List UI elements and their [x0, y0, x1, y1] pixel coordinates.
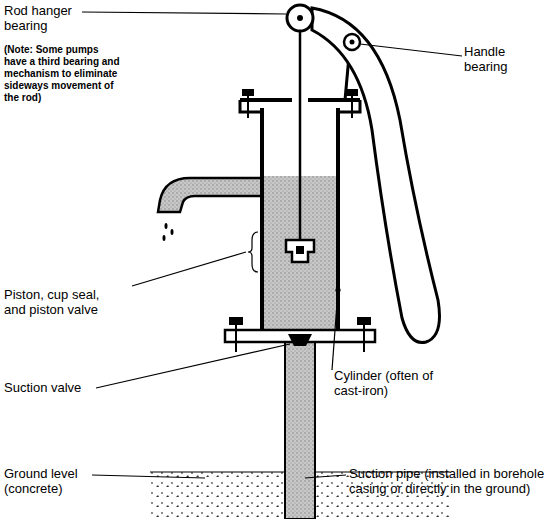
leader-line [360, 44, 462, 56]
part-label: Piston, cup seal, and piston valve [4, 287, 122, 317]
bottom-bolts [230, 318, 370, 352]
drop [163, 235, 166, 241]
bolt-head [230, 318, 242, 324]
leader-line [96, 344, 290, 388]
leader-line [82, 12, 286, 14]
part-label: Suction pipe (installed in borehole casi… [349, 466, 549, 496]
water-drops [163, 223, 174, 241]
bolt-head [358, 318, 370, 324]
bolt-head [347, 90, 357, 95]
drop [171, 229, 174, 235]
pump-rod [299, 30, 302, 242]
piston-core [296, 246, 304, 254]
bolt-head [243, 90, 253, 95]
handle [312, 8, 440, 343]
bearing-pin [297, 15, 303, 21]
leader-line [132, 252, 246, 286]
drop [165, 223, 168, 229]
part-label: Suction valve [4, 380, 114, 395]
bearing-pin [350, 40, 355, 45]
leader-line [305, 475, 346, 478]
piston-valve [286, 240, 314, 262]
leader-line [92, 475, 205, 478]
spout [158, 178, 262, 212]
bracket [248, 232, 258, 272]
handle-bearing [344, 34, 360, 50]
part-label: Handle bearing [464, 44, 534, 74]
note-text: (Note: Some pumps have a third bearing a… [4, 44, 122, 104]
rod-hanger-bearing [287, 5, 313, 31]
suction-pipe [285, 340, 315, 519]
suction-valve [288, 334, 312, 346]
leader-dot [336, 288, 340, 292]
leader-lines [82, 12, 462, 478]
part-label: Cylinder (often of cast-iron) [334, 368, 460, 398]
leader-line [332, 290, 338, 370]
part-label: Rod hanger bearing [4, 3, 84, 33]
part-label: Ground level (concrete) [4, 466, 90, 496]
